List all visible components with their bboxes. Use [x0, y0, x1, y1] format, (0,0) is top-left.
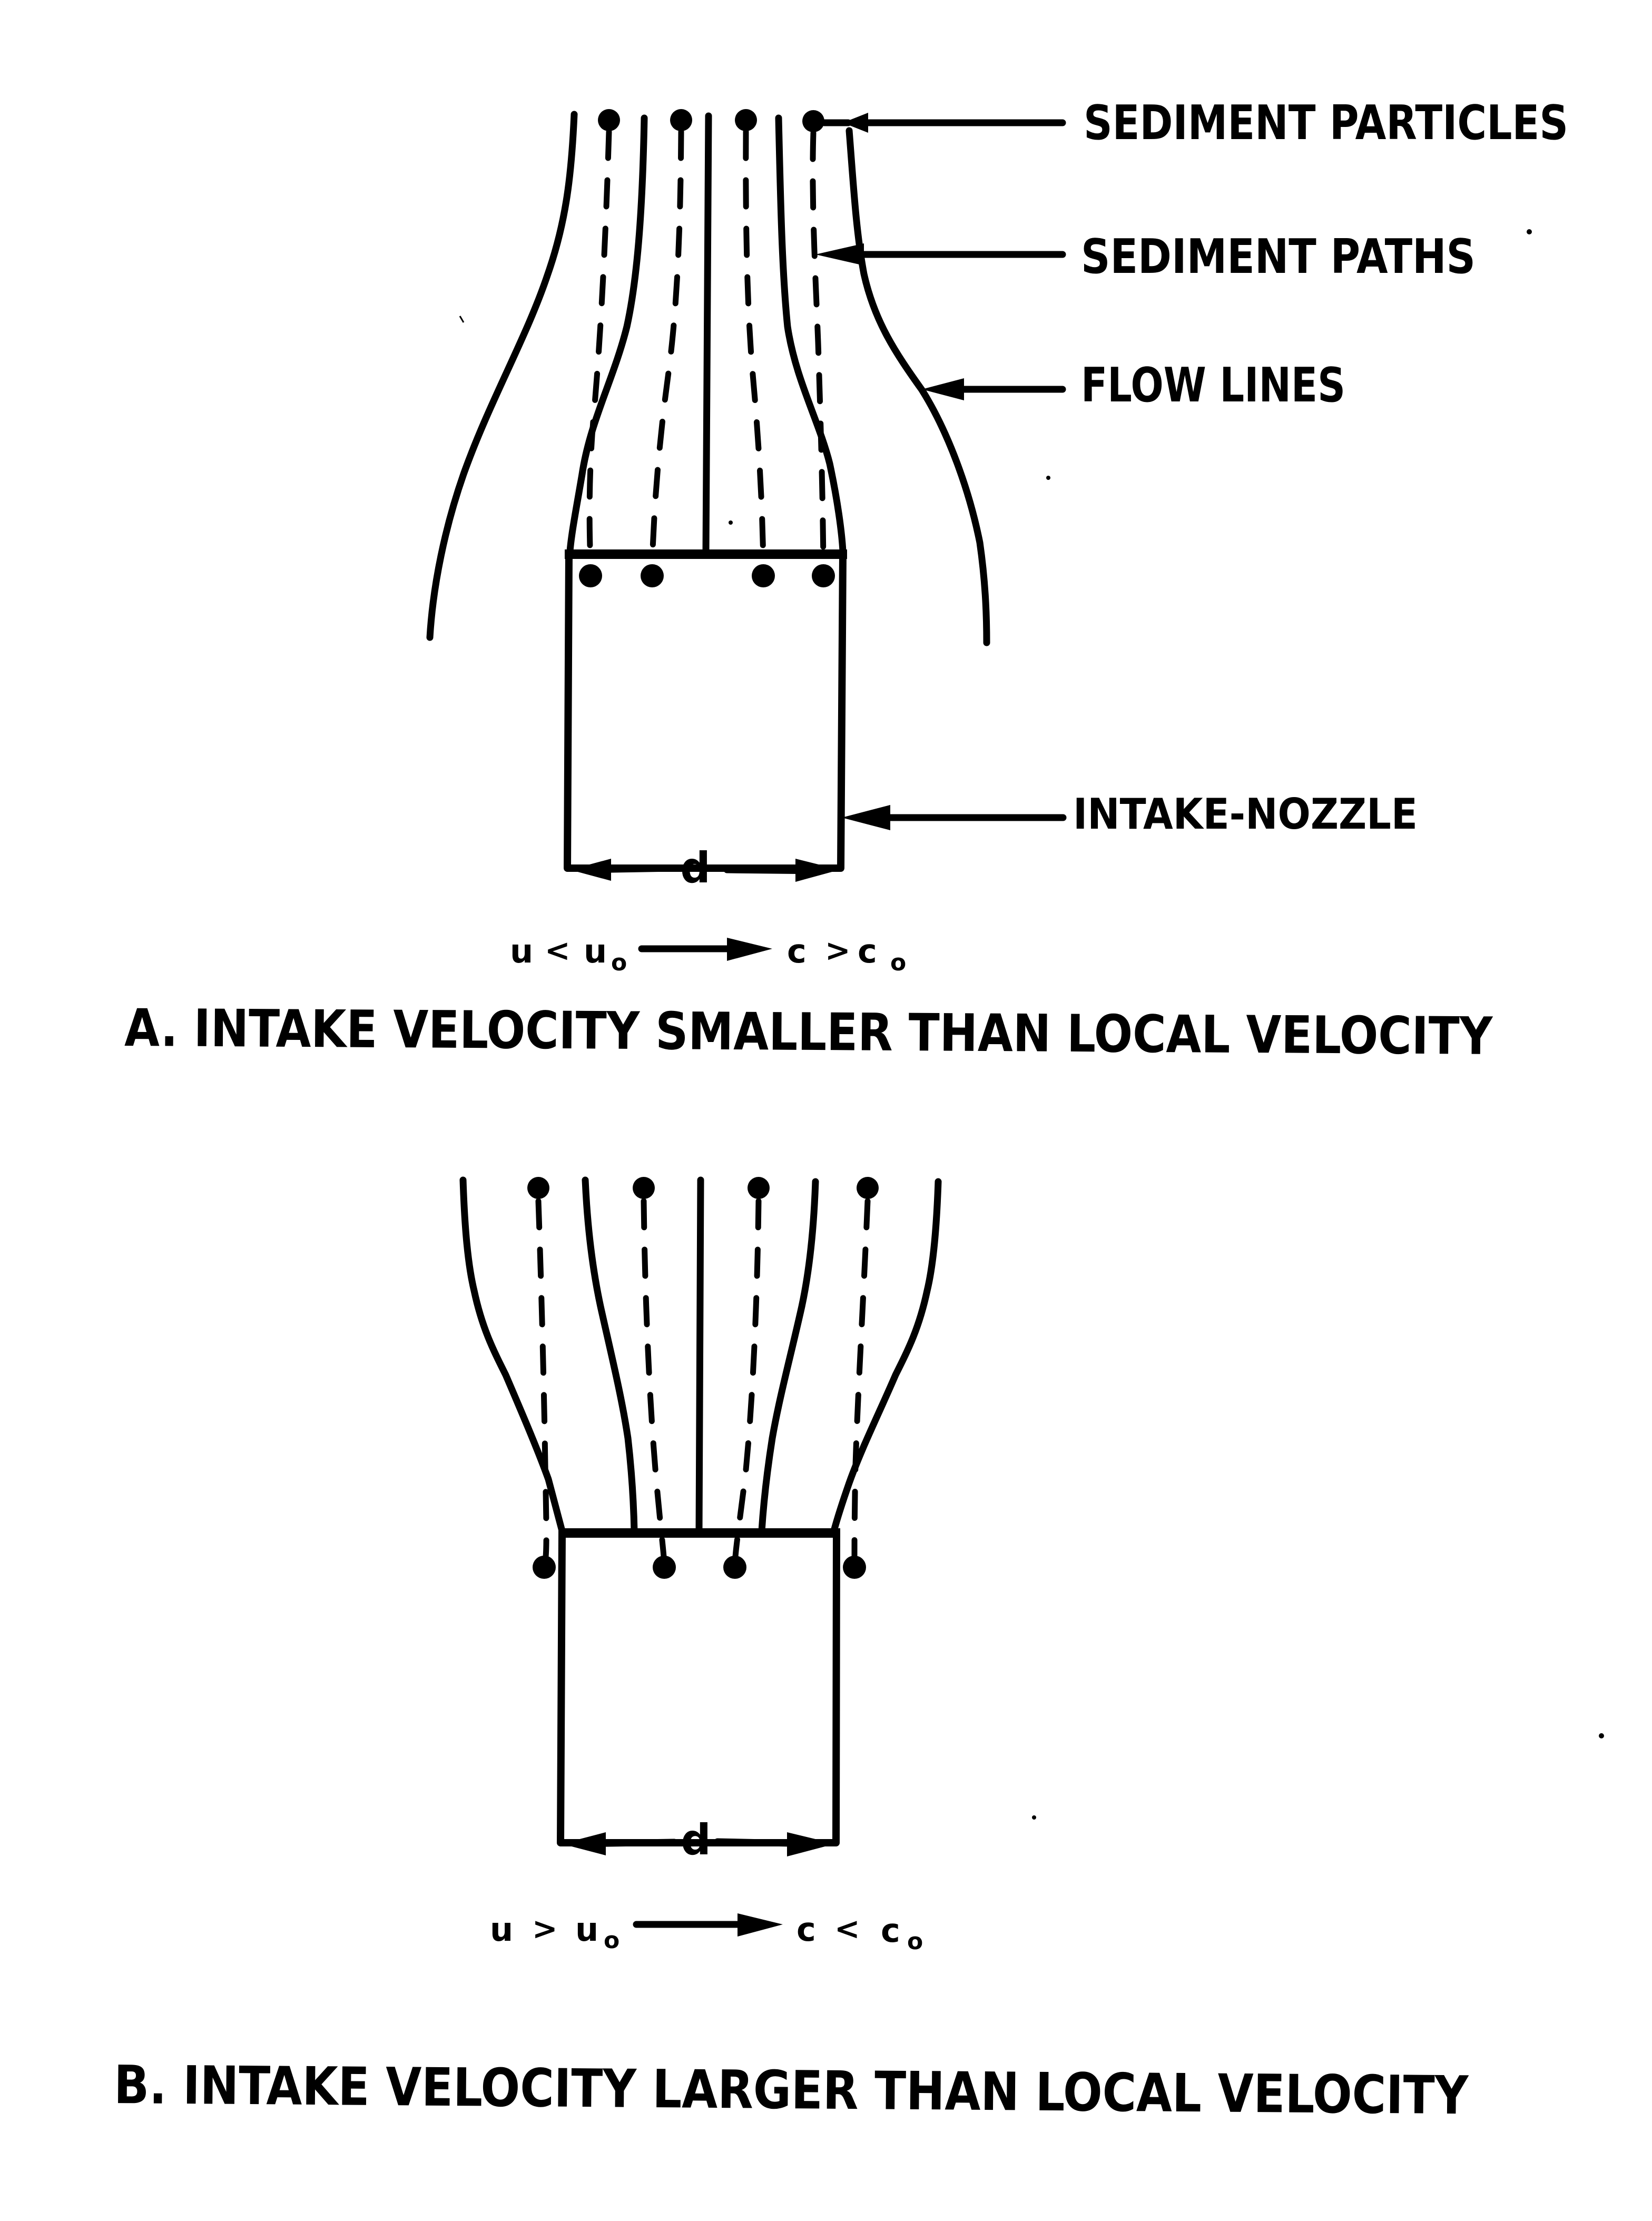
relation-b-u: u [490, 1910, 513, 1949]
sediment-particle-a-bottom-3 [752, 564, 775, 587]
flow-line-a4 [775, 114, 847, 555]
relation-b-c0-sub: o [907, 1928, 923, 1955]
arrowhead-right-b-icon [787, 1832, 835, 1856]
speck [1032, 1815, 1036, 1820]
flow-line-b5 [830, 1178, 942, 1535]
dimension-d-a: d [570, 843, 840, 892]
dimension-d-b: d [562, 1815, 835, 1864]
relation-a-u: u [510, 932, 533, 970]
scan-specks [459, 229, 1604, 1820]
flow-line-b1 [459, 1176, 566, 1535]
sediment-path-a1 [586, 129, 612, 567]
relation-a-op-right: > [825, 932, 851, 968]
relation-b: u > u o c < c o [490, 1910, 923, 1955]
sediment-path-b3 [732, 1198, 762, 1560]
sediment-particle-a-bottom-4 [812, 564, 835, 587]
speck [1046, 476, 1050, 480]
sediment-particle-b-top-3 [748, 1177, 770, 1199]
sediment-particle-a-top-3 [735, 109, 757, 131]
relation-b-u0-sub: o [604, 1927, 620, 1954]
sediment-particle-a-top-4 [802, 110, 824, 132]
sediment-path-a2 [649, 129, 684, 567]
speck [729, 520, 733, 525]
relation-b-op-right: < [834, 1911, 860, 1947]
sediment-path-b2 [641, 1198, 667, 1560]
label-sediment-particles: SEDIMENT PARTICLES [1084, 95, 1568, 151]
sediment-particle-a-bottom-1 [579, 564, 602, 587]
relation-a: u < u o c > c o [510, 932, 906, 976]
flow-line-b4 [758, 1178, 819, 1535]
flow-line-a1 [426, 111, 578, 641]
sediment-particle-b-top-2 [633, 1177, 655, 1199]
speck [459, 316, 465, 323]
sediment-particle-b-bottom-4 [843, 1556, 866, 1579]
sediment-particle-b-bottom-3 [723, 1556, 746, 1579]
arrowhead-left-b-icon [562, 1832, 606, 1855]
intake-nozzle-a [564, 554, 847, 872]
label-flow-lines: FLOW LINES [1081, 358, 1345, 413]
sediment-particle-a-top-2 [670, 109, 692, 131]
label-intake-nozzle: INTAKE-NOZZLE [1073, 790, 1418, 839]
relation-b-c: c [796, 1910, 816, 1949]
sediment-particle-b-bottom-2 [653, 1556, 676, 1579]
sediment-particle-a-bottom-2 [641, 564, 664, 587]
flow-line-b3-center [695, 1176, 704, 1535]
flow-line-a3-center [702, 112, 712, 555]
leader-arrowhead-particles-icon [843, 113, 868, 133]
relation-b-c0: c [881, 1911, 900, 1950]
speck [1527, 229, 1532, 234]
relation-b-u0: u [575, 1910, 598, 1949]
relation-b-op-left: > [532, 1911, 558, 1947]
sediment-particle-b-top-4 [857, 1177, 879, 1199]
relation-a-op-left: < [545, 932, 571, 968]
flow-line-b2 [582, 1176, 638, 1535]
implies-arrowhead-a-icon [727, 938, 772, 961]
leader-arrowhead-paths-icon [815, 243, 864, 266]
label-sediment-paths: SEDIMENT PATHS [1081, 229, 1476, 284]
intake-nozzle-b [557, 1532, 840, 1846]
sediment-path-b1 [535, 1198, 549, 1560]
caption-a: A. INTAKE VELOCITY SMALLER THAN LOCAL VE… [124, 998, 1493, 1067]
speck [1599, 1733, 1604, 1738]
implies-arrowhead-b-icon [738, 1913, 783, 1937]
leader-arrowhead-flow-icon [922, 378, 964, 400]
relation-a-c0-sub: o [890, 949, 906, 976]
dimension-label-b: d [681, 1815, 711, 1864]
arrowhead-right-icon [795, 859, 840, 882]
sediment-particle-a-top-1 [598, 109, 620, 131]
diagram-a: d u < u o c > c o A. INTAKE VELOCITY SMA… [124, 109, 1493, 1067]
relation-a-u0-sub: o [611, 949, 627, 976]
sediment-path-a4 [810, 130, 827, 567]
dimension-label-a: d [680, 843, 710, 892]
relation-a-c: c [787, 932, 807, 970]
sediment-particle-b-top-1 [527, 1177, 549, 1199]
relation-a-u0: u [584, 932, 607, 970]
relation-a-c0: c [858, 932, 877, 970]
flow-line-a5 [845, 127, 990, 646]
callouts: SEDIMENT PARTICLES SEDIMENT PATHS FLOW L… [815, 95, 1568, 839]
arrowhead-left-icon [570, 859, 611, 881]
diagram-b: d u > u o c < c o B. INTAKE VELOCITY LAR… [114, 1176, 1470, 2126]
sediment-particle-b-bottom-1 [533, 1556, 556, 1579]
leader-arrowhead-nozzle-icon [842, 805, 890, 830]
flow-line-a2 [566, 114, 648, 555]
sediment-path-b4 [851, 1198, 871, 1560]
caption-b: B. INTAKE VELOCITY LARGER THAN LOCAL VEL… [114, 2054, 1470, 2126]
